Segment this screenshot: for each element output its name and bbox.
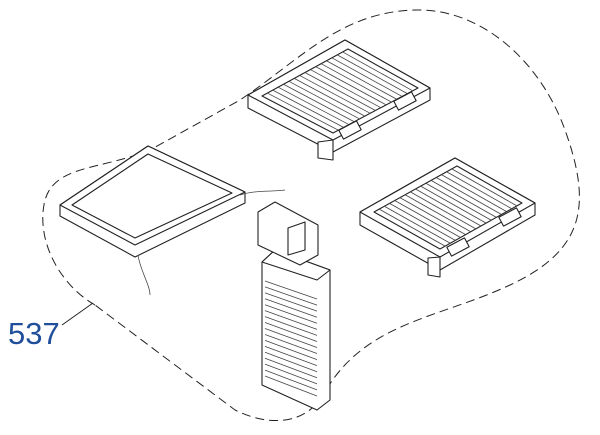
filter-pleat [264,316,318,336]
filter-top [247,39,431,161]
filter-pleat [264,304,318,324]
group-dashed-outline [42,9,580,421]
filter-pleat [299,75,371,114]
filter-pleat [404,194,471,233]
filter-pleat [283,83,355,123]
filter-pleat [264,286,318,306]
filter-pleat [277,86,350,125]
part-number-label: 537 [8,316,60,351]
filter-pleat [441,174,507,212]
filter-pleat [264,280,318,300]
filter-pleat [264,340,318,360]
filter-pleat [264,369,318,391]
filter-pleat [415,188,482,227]
filter-pleat [310,69,382,109]
filter-flat-left [59,145,286,296]
filter-pleat [264,310,318,330]
leader-line [61,302,94,326]
filter-pleat [267,92,339,131]
filter-pleat [288,80,360,120]
filter-pleat [304,72,376,111]
filter-pleat [264,322,318,342]
filter-pleat [378,208,446,247]
filter-pleat [264,375,318,397]
filter-pleat [446,171,512,210]
filter-pleat [384,205,451,244]
filter-pleat [451,168,518,207]
filter-pleat [389,203,456,241]
filter-pleat [430,180,497,218]
filter-right [359,157,536,278]
filter-pleat [294,78,366,117]
filter-pleat [420,185,487,224]
filter-pleat [264,351,318,373]
filter-pleat [264,328,318,348]
filter-pleat [315,66,387,106]
filter-pleat [337,54,408,94]
filter-pleat [342,51,413,92]
filter-pleat [264,363,318,385]
filter-pleat [326,60,397,100]
filter-pleat [331,57,403,97]
filter-vertical [257,201,331,411]
filter-pleat [264,357,318,379]
filter-pleat [399,197,466,235]
filter-pleat [264,298,318,318]
filter-pleat [320,63,392,103]
filter-pleat [394,200,461,238]
filter-pleat [264,334,318,354]
filter-pleat [425,182,492,221]
filter-pleat [410,191,477,230]
filter-pleat [436,177,502,215]
filter-pleat [272,89,344,128]
filter-pleat [264,345,318,367]
filter-pleat [264,292,318,312]
